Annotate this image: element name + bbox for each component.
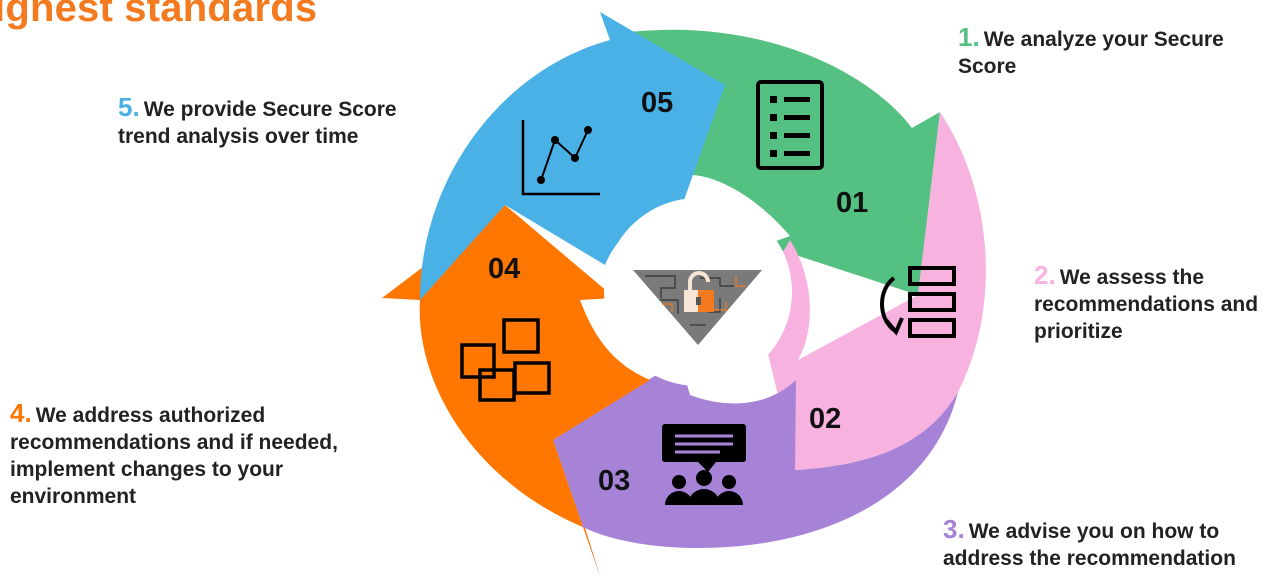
security-lock-icon (633, 270, 762, 345)
step-5-number: 5. (118, 92, 140, 122)
step-1-text: 1.We analyze your Secure Score (958, 24, 1238, 80)
step-3-label: We advise you on how to address the reco… (943, 520, 1236, 570)
segment-label-02: 02 (809, 403, 841, 435)
segment-label-04: 04 (488, 253, 520, 285)
step-2-number: 2. (1034, 260, 1056, 290)
step-1-label: We analyze your Secure Score (958, 28, 1224, 78)
team-discussion-icon (662, 424, 746, 505)
page-title: ighest standards (0, 0, 318, 30)
prioritize-list-icon (880, 266, 956, 338)
step-2-label: We assess the recommendations and priori… (1034, 266, 1259, 343)
sticky-notes-icon (460, 318, 551, 402)
step-1-number: 1. (958, 22, 980, 52)
segment-label-03: 03 (598, 465, 630, 497)
checklist-icon (756, 80, 824, 170)
trend-chart-icon (521, 120, 600, 196)
step-3-number: 3. (943, 514, 965, 544)
step-5-label: We provide Secure Score trend analysis o… (118, 98, 397, 148)
segment-2-arrow (755, 112, 986, 470)
step-5-text: 5.We provide Secure Score trend analysis… (118, 94, 403, 150)
step-4-number: 4. (10, 398, 32, 428)
step-4-label: We address authorized recommendations an… (10, 404, 338, 508)
segment-3-arrow (553, 360, 958, 576)
segment-label-01: 01 (836, 187, 868, 219)
step-4-text: 4.We address authorized recommendations … (10, 400, 370, 510)
step-2-text: 2.We assess the recommendations and prio… (1034, 262, 1270, 345)
step-3-text: 3.We advise you on how to address the re… (943, 516, 1263, 572)
segment-label-05: 05 (641, 87, 673, 119)
